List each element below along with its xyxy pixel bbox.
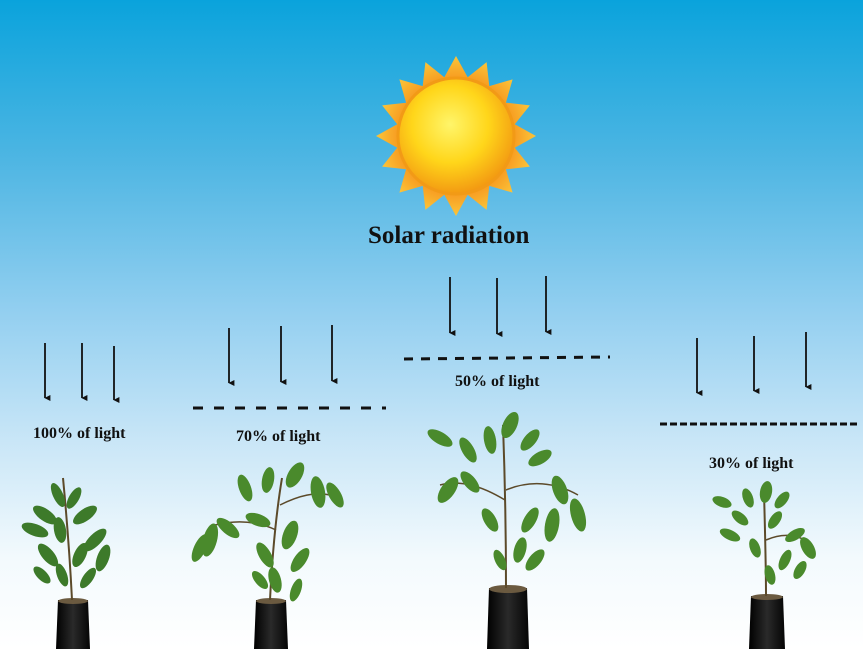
arrows-100 xyxy=(45,343,114,400)
label-70-light: 70% of light xyxy=(236,428,320,446)
plant-70 xyxy=(188,459,347,649)
label-50-light: 50% of light xyxy=(455,373,539,391)
plant-50 xyxy=(425,409,589,649)
sun-disc xyxy=(398,78,514,194)
sun-icon xyxy=(376,56,536,216)
plant-pot xyxy=(254,600,288,649)
label-30-light: 30% of light xyxy=(709,455,793,473)
shade-screen-50 xyxy=(404,357,610,359)
plant-100 xyxy=(20,478,114,649)
plant-leaves xyxy=(188,459,347,603)
plant-pot xyxy=(56,600,90,649)
plant-pot xyxy=(487,588,529,649)
plant-leaves xyxy=(20,481,114,591)
plant-30 xyxy=(711,480,819,649)
diagram-title: Solar radiation xyxy=(368,222,529,250)
label-100-light: 100% of light xyxy=(33,425,125,443)
arrows-50 xyxy=(450,276,546,334)
plant-pot xyxy=(749,596,785,649)
arrows-70 xyxy=(229,325,332,383)
arrows-30 xyxy=(697,332,806,393)
plant-leaves xyxy=(425,409,589,573)
